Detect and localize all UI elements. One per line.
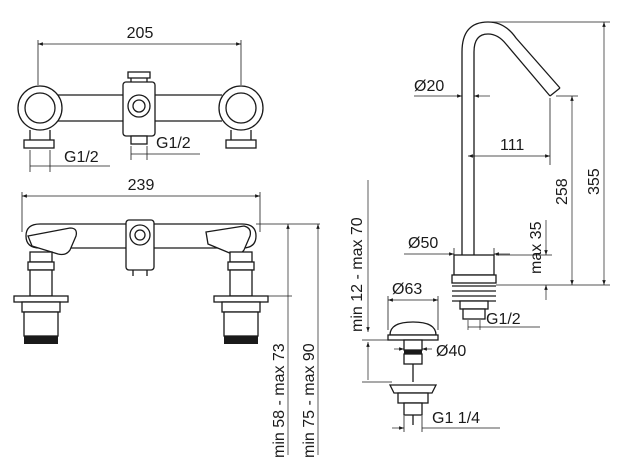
inlet-left-label: G1/2 bbox=[64, 149, 99, 166]
right-lever bbox=[205, 225, 252, 256]
dim-205-label: 205 bbox=[127, 25, 154, 42]
spout-view: Ø20 111 258 355 max 35 Ø50 G1/2 bbox=[404, 21, 610, 330]
waste-flange bbox=[388, 384, 438, 394]
left-lever bbox=[27, 227, 78, 256]
waste-cap bbox=[389, 321, 437, 336]
max35-label: max 35 bbox=[528, 221, 545, 274]
top-view: 205 G1/2 G1/2 bbox=[17, 25, 264, 172]
dim-min58-max73-label: min 58 - max 73 bbox=[271, 343, 288, 458]
inlet-center-label: G1/2 bbox=[156, 135, 191, 152]
inlet-spout-label: G1/2 bbox=[486, 311, 521, 328]
front-view: 239 min 58 - max 73 bbox=[13, 177, 320, 458]
spout-height-label: 258 bbox=[554, 178, 571, 205]
waste-top-diameter-label: Ø63 bbox=[392, 281, 422, 298]
waste-thread-label: G1 1/4 bbox=[432, 410, 480, 427]
spout-reach-label: 111 bbox=[500, 137, 524, 154]
dim-min75-max90-label: min 75 - max 90 bbox=[301, 343, 318, 458]
total-height-label: 355 bbox=[586, 168, 603, 195]
dim-min12-max70-label: min 12 - max 70 bbox=[349, 217, 366, 332]
spout-diameter-label: Ø20 bbox=[414, 78, 444, 95]
waste-view: min 12 - max 70 Ø63 Ø40 G1 1/4 bbox=[349, 180, 500, 432]
base-diameter-label: Ø50 bbox=[408, 235, 438, 252]
waste-body-diameter-label: Ø40 bbox=[436, 343, 466, 360]
dim-239-label: 239 bbox=[128, 177, 155, 194]
